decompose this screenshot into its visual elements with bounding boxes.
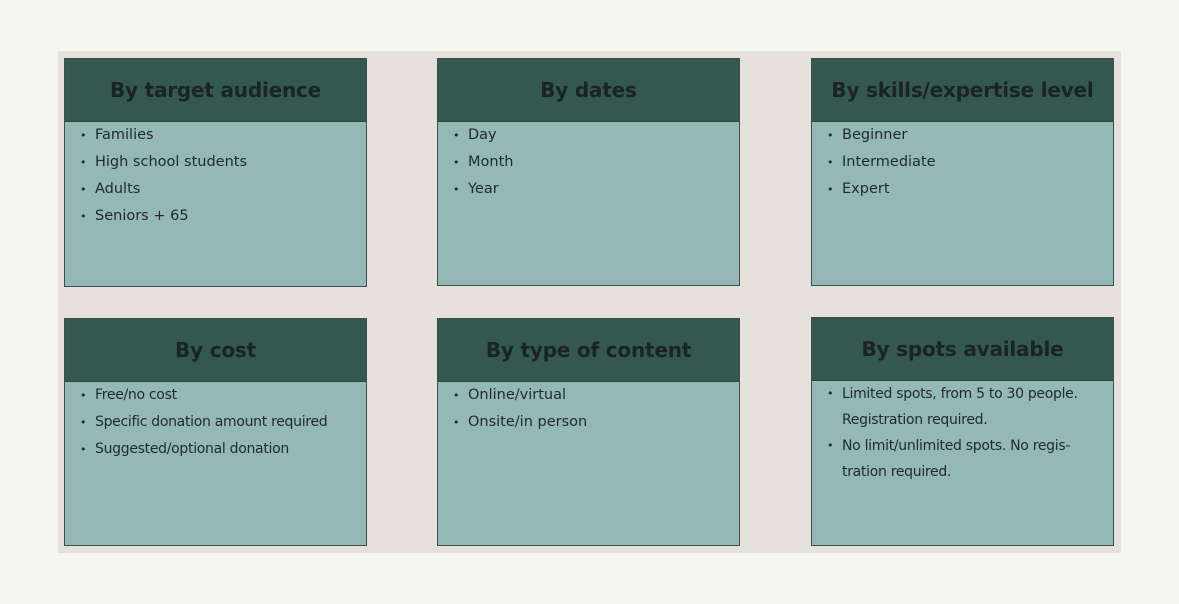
list-item: Month <box>438 149 739 176</box>
list-item: Intermediate <box>812 149 1113 176</box>
card-spots-available: By spots available Limited spots, from 5… <box>811 317 1114 546</box>
list-item: Expert <box>812 176 1113 203</box>
card-title: By cost <box>175 338 256 362</box>
list-item: High school students <box>65 149 366 176</box>
list-item: Adults <box>65 176 366 203</box>
card-header: By dates <box>438 59 739 122</box>
card-title: By dates <box>540 78 637 102</box>
list-item: Suggested/optional donation <box>65 436 366 463</box>
card-title: By target audience <box>109 78 322 102</box>
card-list: Free/no cost Specific donation amount re… <box>65 382 366 463</box>
list-item: No limit/unlimited spots. No regis-trati… <box>812 433 1113 485</box>
card-dates: By dates Day Month Year <box>437 58 740 286</box>
card-title: By spots available <box>861 337 1064 361</box>
card-header: By skills/expertise level <box>812 59 1113 122</box>
diagram-board: By target audience Families High school … <box>58 51 1121 553</box>
card-cost: By cost Free/no cost Specific donation a… <box>64 318 367 546</box>
card-type-of-content: By type of content Online/virtual Onsite… <box>437 318 740 546</box>
card-list: Families High school students Adults Sen… <box>65 122 366 230</box>
card-list: Limited spots, from 5 to 30 people. Regi… <box>812 381 1113 485</box>
card-list: Beginner Intermediate Expert <box>812 122 1113 203</box>
list-item: Limited spots, from 5 to 30 people. Regi… <box>812 381 1113 433</box>
list-item: Beginner <box>812 122 1113 149</box>
list-item: Day <box>438 122 739 149</box>
card-header: By cost <box>65 319 366 382</box>
card-header: By spots available <box>812 318 1113 381</box>
list-item: Online/virtual <box>438 382 739 409</box>
card-header: By target audience <box>65 59 366 122</box>
card-title: By skills/expertise level <box>831 78 1094 102</box>
list-item: Seniors + 65 <box>65 203 366 230</box>
card-header: By type of content <box>438 319 739 382</box>
card-skills-expertise: By skills/expertise level Beginner Inter… <box>811 58 1114 286</box>
list-item: Year <box>438 176 739 203</box>
list-item: Free/no cost <box>65 382 366 409</box>
card-list: Online/virtual Onsite/in person <box>438 382 739 436</box>
list-item: Onsite/in person <box>438 409 739 436</box>
card-list: Day Month Year <box>438 122 739 203</box>
list-item: Families <box>65 122 366 149</box>
list-item: Specific donation amount required <box>65 409 366 436</box>
card-target-audience: By target audience Families High school … <box>64 58 367 287</box>
card-title: By type of content <box>485 338 692 362</box>
